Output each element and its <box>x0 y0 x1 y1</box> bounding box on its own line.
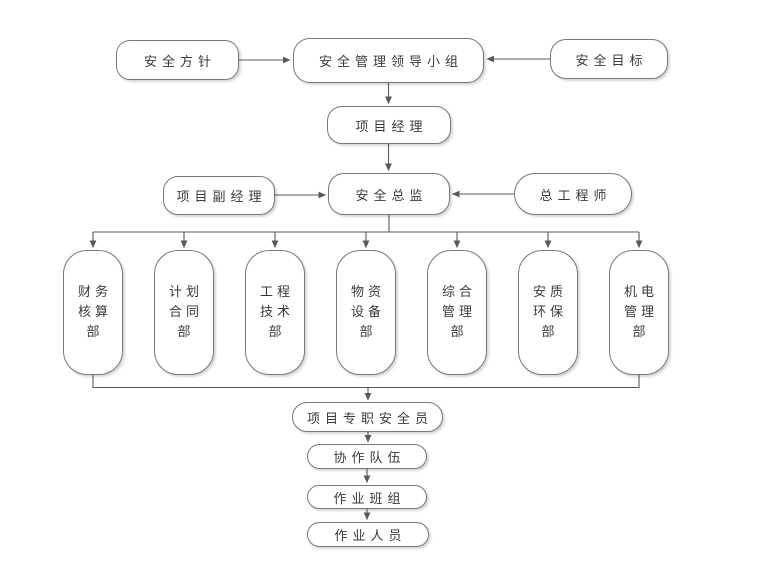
node-full-time-safety-officer: 项目专职安全员 <box>292 402 443 432</box>
engineering-technology-dept-label: 工程 技术 部 <box>259 284 294 340</box>
project-manager-label: 项目经理 <box>355 119 428 135</box>
node-safety-quality-environment-dept: 安质 环保 部 <box>518 250 578 375</box>
full-time-safety-officer-label: 项目专职安全员 <box>306 411 433 427</box>
node-cooperation-team: 协作队伍 <box>307 444 427 469</box>
node-planning-contract-dept: 计划 合同 部 <box>154 250 214 375</box>
safety-target-label: 安全目标 <box>575 53 648 69</box>
node-deputy-project-manager: 项目副经理 <box>163 176 275 215</box>
chief-engineer-label: 总工程师 <box>539 188 612 204</box>
safety-policy-label: 安全方针 <box>143 54 216 70</box>
deputy-project-manager-label: 项目副经理 <box>176 190 267 205</box>
general-management-dept-label: 综合 管理 部 <box>441 284 476 340</box>
mechanical-electrical-dept-label: 机电 管理 部 <box>623 284 658 340</box>
cooperation-team-label: 协作队伍 <box>333 451 406 466</box>
materials-equipment-dept-label: 物资 设备 部 <box>350 284 385 340</box>
node-safety-policy: 安全方针 <box>116 40 239 80</box>
node-project-manager: 项目经理 <box>327 106 451 144</box>
node-chief-engineer: 总工程师 <box>514 173 632 215</box>
node-mechanical-electrical-dept: 机电 管理 部 <box>609 250 669 375</box>
workers-label: 作业人员 <box>334 529 407 544</box>
node-engineering-technology-dept: 工程 技术 部 <box>245 250 305 375</box>
node-workers: 作业人员 <box>307 522 429 547</box>
edge-collector <box>92 375 640 389</box>
safety-quality-environment-dept-label: 安质 环保 部 <box>532 284 567 340</box>
work-team-label: 作业班组 <box>333 491 406 507</box>
leadership-group-label: 安全管理领导小组 <box>318 55 463 70</box>
planning-contract-dept-label: 计划 合同 部 <box>168 284 203 340</box>
finance-accounting-dept-label: 财务 核算 部 <box>77 284 112 340</box>
node-work-team: 作业班组 <box>307 485 427 509</box>
node-materials-equipment-dept: 物资 设备 部 <box>336 250 396 375</box>
node-general-management-dept: 综合 管理 部 <box>427 250 487 375</box>
safety-director-label: 安全总监 <box>355 188 428 204</box>
node-safety-director: 安全总监 <box>328 173 450 215</box>
node-finance-accounting-dept: 财务 核算 部 <box>63 250 123 375</box>
node-safety-target: 安全目标 <box>550 39 668 79</box>
node-safety-leadership-group: 安全管理领导小组 <box>293 38 484 83</box>
